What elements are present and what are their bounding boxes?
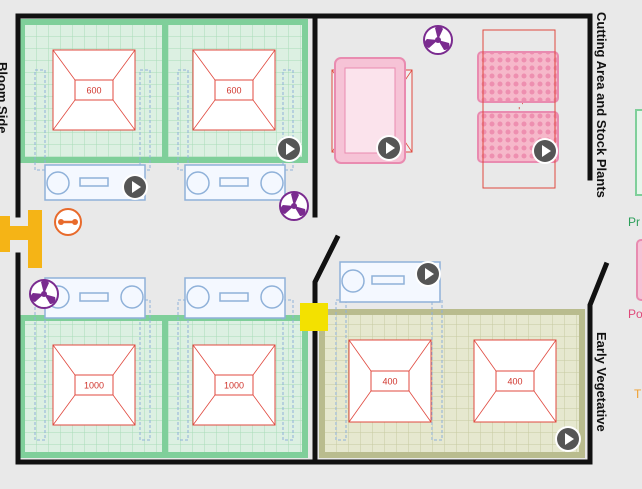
- light-bloom-top-left-label: 600: [86, 85, 101, 95]
- light-bloom-top-right-label: 600: [226, 85, 241, 95]
- fan-icon: [423, 25, 453, 55]
- label-cutting-area: Cutting Area and Stock Plants: [594, 12, 609, 198]
- light-bloom-bottom-left-label: 1000: [84, 380, 104, 390]
- light-t5-label: T - 5: [515, 99, 525, 117]
- light-bloom-top-left: 600: [52, 49, 136, 131]
- label-early-vegetative: Early Vegetative: [594, 332, 609, 432]
- t5-light-housing: [477, 29, 559, 189]
- hood-unit-2: [184, 164, 286, 201]
- bloom-table-top-left: [19, 19, 168, 163]
- light-veg-left-label: 400: [382, 376, 397, 386]
- light-veg-left: 400: [348, 339, 432, 423]
- play-button-3[interactable]: [376, 135, 402, 161]
- play-button-2[interactable]: [122, 174, 148, 200]
- hood-unit-3: [44, 277, 146, 319]
- edge-label-po: Po: [628, 307, 642, 321]
- play-button-6[interactable]: [555, 426, 581, 452]
- orange-door: [0, 210, 42, 268]
- label-bloom-side: Bloom Side: [0, 62, 10, 134]
- light-bloom-bottom-right: 1000: [192, 344, 276, 426]
- light-bloom-bottom-right-label: 1000: [224, 380, 244, 390]
- play-button-4[interactable]: [532, 138, 558, 164]
- fan-icon: [279, 191, 309, 221]
- play-button-1[interactable]: [276, 136, 302, 162]
- light-bloom-bottom-left: 1000: [52, 344, 136, 426]
- fan-icon: [29, 279, 59, 309]
- thermostat-icon: [54, 208, 82, 236]
- edge-label-pr: Pr: [628, 215, 640, 229]
- light-veg-right-label: 400: [507, 376, 522, 386]
- walls: [15, 13, 610, 465]
- edge-pink-box: [636, 239, 642, 301]
- light-bloom-top-right: 600: [192, 49, 276, 131]
- light-veg-right: 400: [473, 339, 557, 423]
- edge-green-bar: [635, 109, 642, 196]
- edge-label-t: T: [634, 387, 642, 401]
- play-button-5[interactable]: [415, 261, 441, 287]
- duct-lines: [34, 69, 443, 441]
- yellow-door-block: [300, 303, 328, 331]
- hood-unit-4: [184, 277, 286, 319]
